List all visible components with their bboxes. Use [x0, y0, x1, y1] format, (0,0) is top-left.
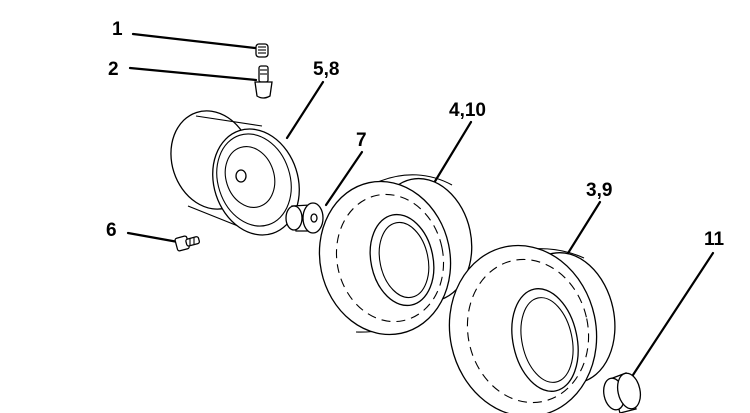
wheel-bolt [174, 235, 200, 252]
callout-2: 2 [108, 59, 119, 80]
callout-5-8: 5,8 [313, 59, 339, 80]
leader-line-7 [324, 150, 364, 207]
callout-1: 1 [112, 19, 123, 40]
front-tire [318, 174, 473, 336]
leader-line-2 [128, 66, 258, 82]
leader-line-6 [126, 231, 180, 244]
callout-4-10: 4,10 [449, 100, 486, 121]
leader-line-3-9 [563, 200, 602, 260]
valve-cap [255, 43, 269, 58]
wheel-rim [170, 110, 300, 236]
callout-11: 11 [704, 229, 725, 250]
bushing [285, 202, 324, 234]
callout-6: 6 [106, 220, 117, 241]
hub-cap [603, 372, 642, 413]
valve-stem [254, 65, 273, 99]
leader-line-11 [629, 251, 715, 380]
callout-7: 7 [356, 130, 367, 151]
rear-tire [448, 244, 616, 413]
leader-line-5-8 [285, 80, 325, 140]
callout-3-9: 3,9 [586, 180, 612, 201]
leader-line-1 [131, 32, 257, 50]
leader-line-4-10 [432, 120, 473, 185]
